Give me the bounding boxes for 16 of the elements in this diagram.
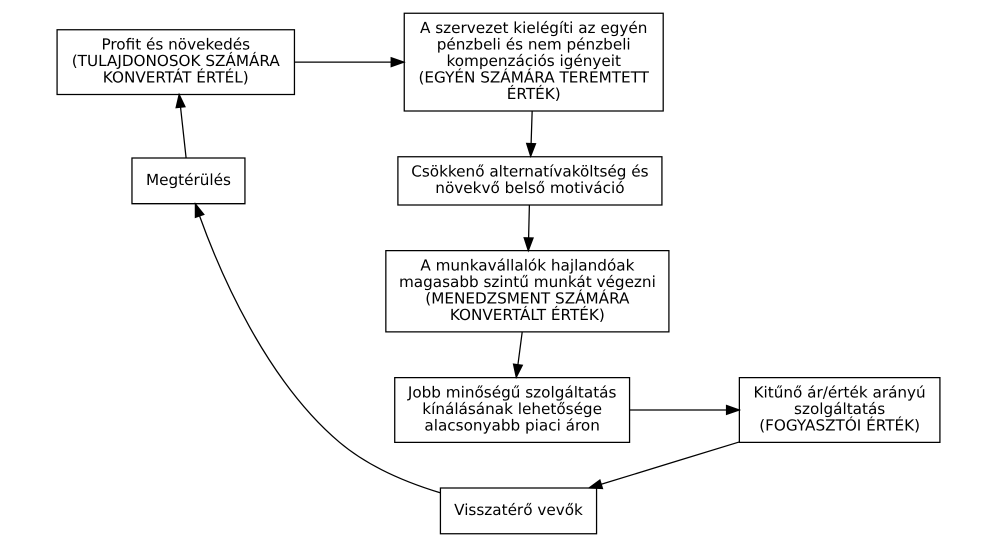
node-box: Kitűnő ár/érték arányú szolgáltatás (FOGYASZTÓI ÉRTÉK) [738,376,941,443]
arrow [194,202,440,494]
arrow [526,111,536,158]
arrow [512,332,524,380]
node-box: Megtérülés [131,157,246,204]
node-box: A munkavállalók hajlandóak magasabb szintű munkát végezni (MENEDZSMENT SZÁMÁRA KONVERTÁLT ÉRTÉK) [385,250,670,333]
node-box: Csökkenő alternatívaköltség és növekvő belső motiváció [397,156,663,206]
node-box: Profit és növekedés (TULAJDONOSOK SZÁMÁRA KONVERTÁT ÉRTÉL) [56,29,296,96]
node-box: A szervezet kielégíti az egyén pénzbeli és nem pénzbeli kompenzációs igényeit (EGYÉN SZÁMÁRA TEREMTETT ÉRTÉK) [404,12,664,112]
arrow [294,56,406,68]
arrow [175,92,187,158]
arrow [523,204,534,252]
node-box: Jobb minőségű szolgáltatás kínálásának lehetősége alacsonyabb piaci áron [394,376,630,443]
arrow [630,404,742,416]
node-box: Visszatérő vevők [440,487,598,534]
arrow [587,441,740,490]
